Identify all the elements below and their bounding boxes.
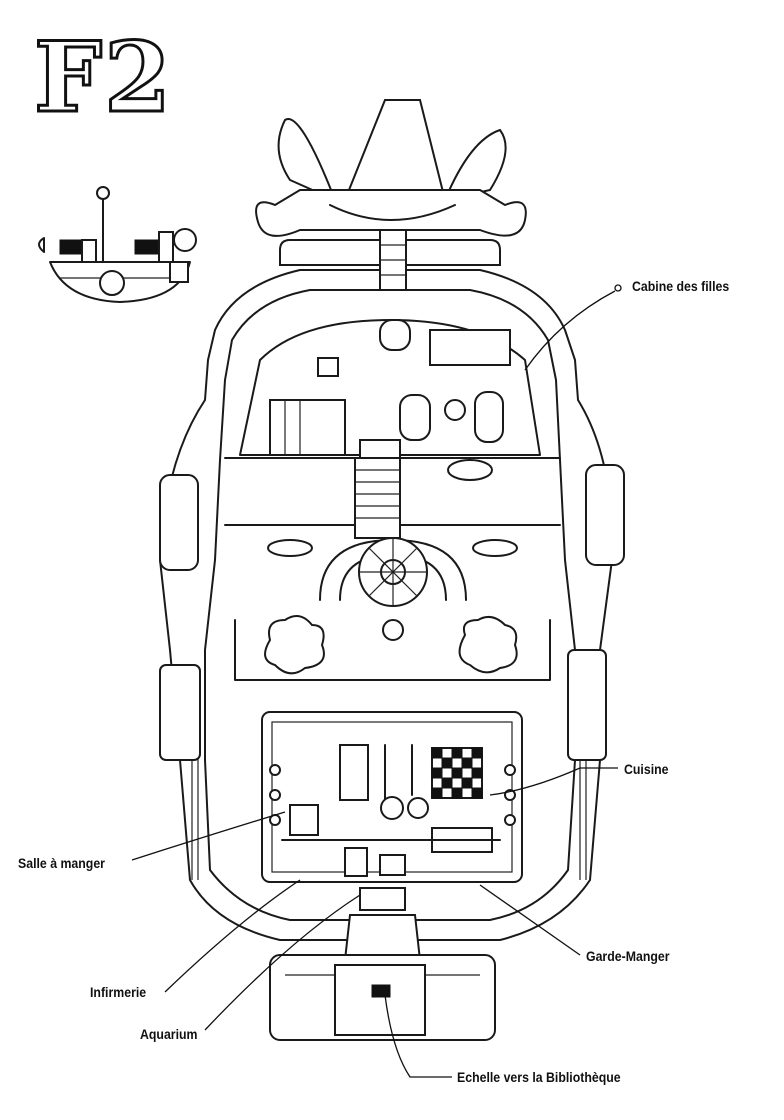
mini-ship-icon-drawing — [38, 186, 197, 303]
girls-cabin-room — [239, 319, 541, 461]
hull-outline — [159, 269, 625, 941]
floor-title: F2 — [33, 21, 173, 134]
ship-wheel-icon — [319, 537, 467, 607]
leader-infirmerie — [164, 879, 301, 993]
bow-ladder — [379, 229, 407, 291]
label-cuisine: Cuisine — [624, 761, 669, 777]
leader-garde — [479, 884, 581, 956]
label-cabine-des-filles: Cabine des filles — [632, 278, 730, 294]
leader-cabine — [524, 290, 616, 371]
cabin-pointer-dot — [614, 284, 622, 292]
label-aquarium: Aquarium — [140, 1026, 198, 1042]
label-infirmerie: Infirmerie — [90, 984, 147, 1000]
leader-salle — [131, 811, 286, 861]
checkered-floor — [431, 747, 483, 799]
leader-lines — [131, 284, 622, 1078]
leader-aquarium — [204, 894, 361, 1031]
leader-cuisine — [489, 767, 618, 796]
aft-ladder-area — [269, 887, 496, 1041]
kitchen-dining-room — [261, 711, 523, 883]
lawn-deck — [234, 615, 551, 681]
label-salle-a-manger: Salle à manger — [18, 855, 105, 871]
leader-echelle — [384, 994, 452, 1078]
label-garde-manger: Garde-Manger — [586, 948, 670, 964]
deck-divider — [224, 457, 561, 557]
figurehead-icon — [255, 99, 527, 266]
label-echelle-vers-la-bibliotheque: Echelle vers la Bibliothèque — [457, 1069, 621, 1085]
